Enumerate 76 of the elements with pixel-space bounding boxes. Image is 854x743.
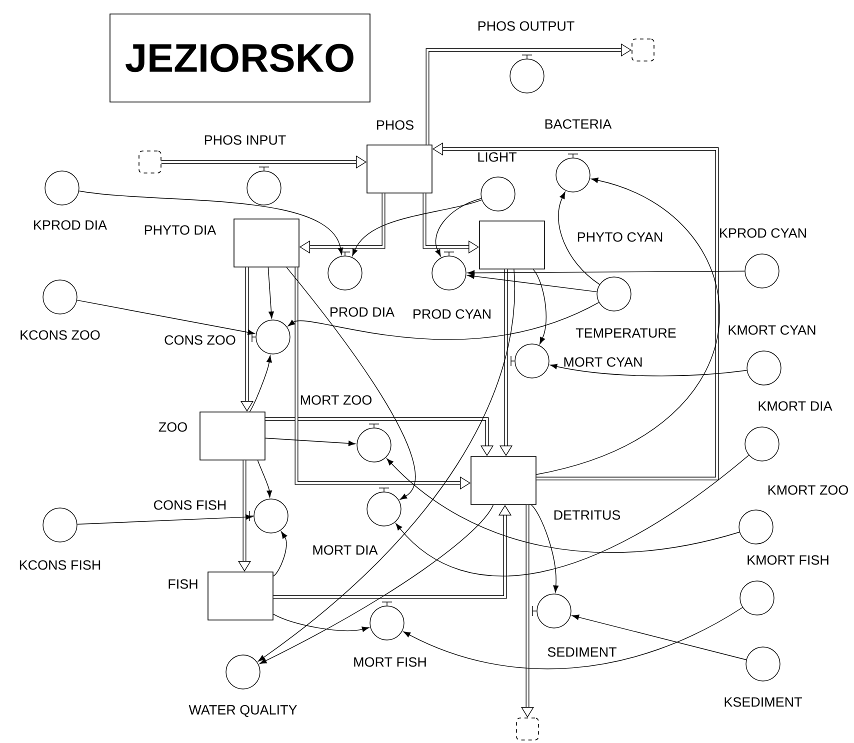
flow-valve: MORT CYAN [510,344,642,378]
connector-arrow [288,302,600,340]
node-label: KCONS FISH [20,560,100,570]
flow-valve: MORT ZOO [300,395,392,462]
connector-arrow [550,364,748,376]
connector-arrow [268,267,274,319]
connector-arrow [249,355,272,412]
connector-arrow [558,192,600,285]
node-label: PHOS [377,120,414,130]
connector-arrow [257,460,272,498]
connector-arrow [396,454,750,576]
node-label: TEMPERATURE [576,328,676,338]
connector-arrow [265,438,356,446]
stock-box: PHYTO DIA [144,218,300,268]
flow-valve: PROD DIA [328,252,395,317]
connector-arrow [386,458,740,553]
connector-arrow [260,504,494,664]
node-label: KSEDIMENT [724,697,802,707]
flow-valve: MORT FISH [354,602,426,667]
connector-arrow [467,274,598,292]
node-label: BACTERIA [545,119,612,129]
node-label: CONS FISH [154,500,226,510]
connector-arrow [531,504,559,593]
node-label: ZOO [158,422,187,432]
node-label: KCONS ZOO [20,330,100,340]
node-label: MORT FISH [354,657,426,667]
connector-arrow [286,267,416,500]
flow-valve: CONS ZOO [164,320,290,354]
node-label: LIGHT [478,152,517,162]
stock-box: PHOS [366,120,432,194]
flow-valve: CONS FISH [154,498,288,534]
flow-valve: PHOS OUTPUT [478,21,574,94]
node-label: MORT ZOO [300,395,372,405]
node-label: PHOS OUTPUT [478,21,574,31]
connector-arrow [273,531,288,576]
connector-arrow [273,614,370,632]
flow-valve: SEDIMENT [532,594,616,657]
connector-arrow [76,300,255,335]
flow-valve: MORT DIA [313,488,402,555]
node-label: PHYTO DIA [144,225,216,235]
connector-arrow [532,269,546,344]
node-label: PHOS INPUT [204,135,286,145]
connector-arrow [403,607,743,670]
node-label: KMORT FISH [748,555,828,565]
node-label: PROD CYAN [414,309,490,319]
stock-box: FISH [168,572,274,620]
node-label: MORT DIA [313,545,378,555]
node-label: MORT CYAN [564,357,642,367]
connector-arrow [468,270,745,276]
flow-valve: BACTERIA [545,119,612,192]
stock-box: ZOO [158,412,266,460]
connector-arrow [572,614,747,660]
node-label: KMORT DIA [758,401,832,411]
connector-arrow [258,269,515,662]
connector-arrow [78,190,344,255]
title-box: JEZIORSKO [110,14,370,102]
node-label: SEDIMENT [548,647,616,657]
node-label: KPROD DIA [34,220,108,230]
flow-valve: PHOS INPUT [204,135,286,206]
node-label: PHYTO CYAN [578,232,662,242]
node-label: KMORT CYAN [728,325,816,335]
cloud-symbol [138,150,162,174]
node-label: CONS ZOO [164,335,236,345]
connector-arrow [352,200,482,256]
cloud-symbol [632,38,654,62]
node-label: KPROD CYAN [720,228,806,238]
connector-arrow [435,198,482,256]
node-label: FISH [168,579,198,589]
cloud-symbol [516,718,539,740]
node-label: PROD DIA [330,307,395,317]
connector-arrow [76,514,252,525]
stock-box: DETRITUS [470,456,620,520]
connector-arrow [536,178,720,475]
node-label: KMORT ZOO [768,485,848,495]
node-label: DETRITUS [554,510,620,520]
node-label: WATER QUALITY [188,705,297,717]
